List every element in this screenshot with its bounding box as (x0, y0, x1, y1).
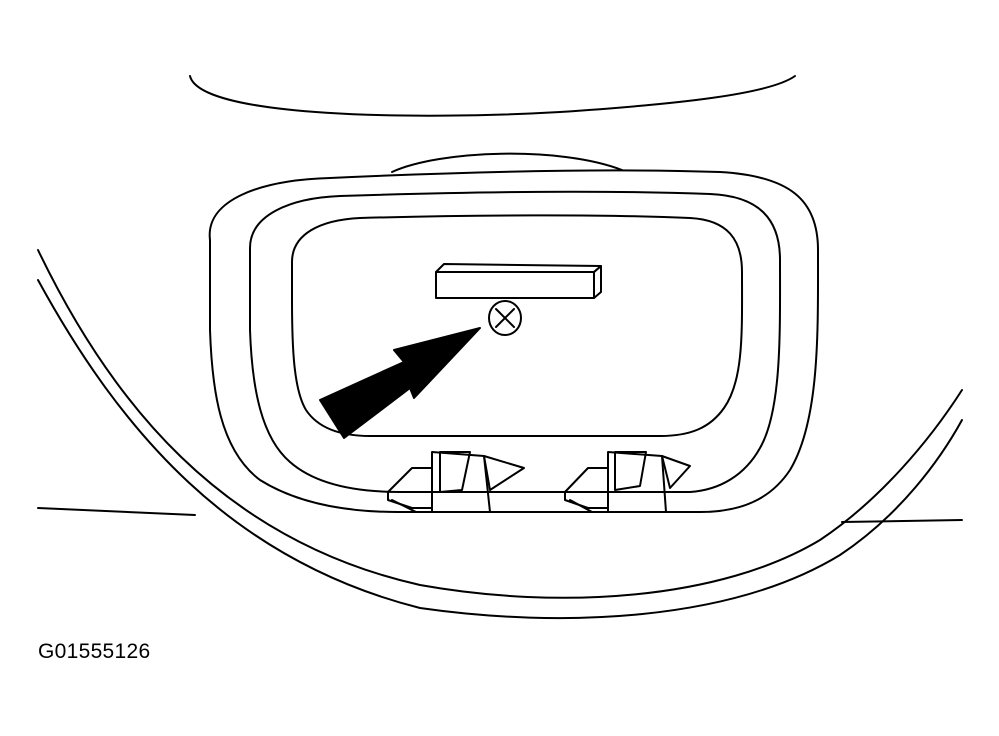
mounting-bracket (436, 264, 601, 298)
housing-middle-rim (250, 192, 780, 492)
left-body-line (38, 508, 195, 515)
right-body-line (842, 520, 962, 522)
housing-outer-rim (210, 170, 818, 512)
figure-id-label: G01555126 (38, 640, 151, 663)
upper-trim-curve (190, 76, 795, 116)
outer-bumper-curve-inner (38, 280, 962, 618)
arrow-icon (320, 328, 480, 438)
housing-inner-rim (292, 215, 742, 436)
housing-top-bump (392, 154, 622, 172)
retaining-clip-left (388, 452, 524, 512)
retaining-clip-right (565, 452, 690, 512)
screw-x-icon (489, 301, 521, 335)
outer-bumper-curve (38, 250, 962, 598)
